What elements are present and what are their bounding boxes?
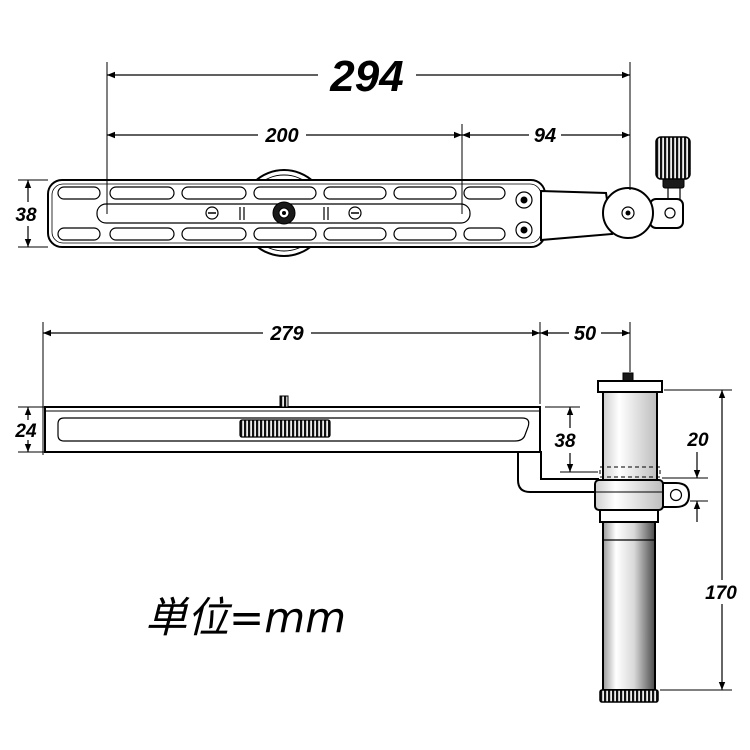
slots-top-row: [57, 186, 506, 200]
dimension-value: 200: [264, 125, 298, 147]
slot: [181, 227, 247, 241]
dimension-total-length: 294: [106, 52, 631, 214]
slot: [253, 227, 317, 241]
dimension-value: 279: [269, 323, 304, 345]
slot: [463, 186, 506, 200]
slots-bottom-row: [57, 227, 506, 241]
l-bracket-arm: [517, 451, 599, 493]
slot: [57, 186, 101, 200]
connecting-arm: [540, 189, 614, 242]
dimension-collar: 20: [662, 430, 709, 522]
stop-screw-left: [205, 206, 219, 220]
post-lower-neck: [599, 509, 659, 523]
slot: [463, 227, 506, 241]
slot: [253, 186, 317, 200]
dimension-bar-length: 279: [42, 322, 541, 455]
slot: [109, 186, 175, 200]
slot: [109, 227, 175, 241]
channel-stops: [239, 207, 329, 220]
mount-hole-inner: [520, 196, 528, 204]
slot: [57, 227, 101, 241]
post-upper-tube: [602, 391, 658, 481]
dimension-width: 38: [15, 179, 48, 248]
dimension-bar-thickness: 24: [14, 406, 44, 453]
dimension-value: 294: [329, 52, 403, 101]
clamp-bolt: [664, 207, 676, 219]
dimension-post-height: 170: [660, 389, 737, 691]
mount-hole-inner: [520, 226, 528, 234]
dimension-value: 94: [534, 125, 556, 147]
side-view: 279 50 24 38: [14, 322, 737, 703]
dimension-drop: 38: [545, 406, 598, 473]
dimension-value: 20: [686, 430, 709, 451]
slot: [393, 227, 457, 241]
post-bottom-cap: [599, 689, 659, 703]
slot: [393, 186, 457, 200]
post-top-cap: [597, 380, 663, 393]
dimension-value: 24: [14, 421, 37, 442]
camera-screw-knob: [272, 201, 296, 225]
end-holes: [515, 191, 533, 239]
slot: [323, 227, 387, 241]
dimension-offset: 94: [462, 125, 630, 147]
dimension-value: 38: [554, 431, 576, 452]
top-view: 294 200 94 38: [15, 52, 691, 257]
stop-screw-right: [348, 206, 362, 220]
camera-screw-pin: [279, 395, 289, 408]
slot: [323, 186, 387, 200]
top-pin: [622, 372, 634, 382]
post-collar: [594, 479, 664, 511]
dimension-slot-length: 200: [107, 124, 463, 214]
unit-note: 単位=mm: [145, 593, 346, 642]
dimension-arm-offset: 50: [540, 322, 631, 372]
hidden-collar-outline: [599, 466, 661, 478]
pole-clamp-pin: [625, 210, 631, 216]
knob-center: [282, 211, 286, 215]
collar-ear-hole: [669, 488, 683, 502]
ribbed-knob: [655, 136, 691, 180]
dimension-value: 38: [15, 205, 37, 226]
thumbwheel: [239, 419, 331, 438]
dimension-value: 170: [705, 583, 737, 604]
post-lower-tube: [602, 521, 656, 691]
dimension-value: 50: [574, 323, 596, 345]
slot: [181, 186, 247, 200]
